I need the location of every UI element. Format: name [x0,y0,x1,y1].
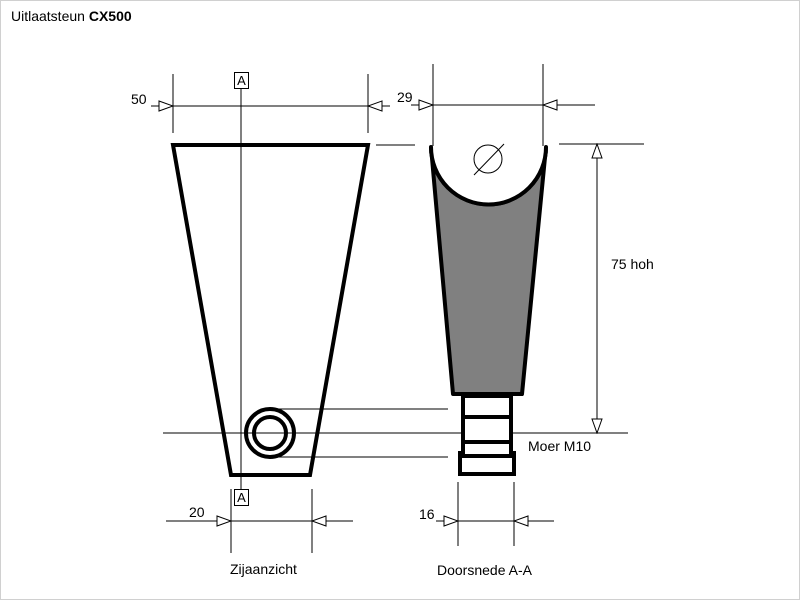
dim-label-20: 20 [189,504,205,520]
dim-label-50: 50 [131,91,147,107]
bolt-hole-diagonal [473,143,505,176]
title-model: CX500 [88,8,132,24]
side-view-body [170,143,371,477]
side-view-label: Zijaanzicht [230,561,297,577]
drawing-title: Uitlaatsteun CX500 [11,8,132,24]
bolt-hole-symbol [473,144,503,174]
section-view-label: Doorsnede A-A [437,562,532,578]
nut-label: Moer M10 [528,438,592,454]
nut-upper [461,394,513,419]
dim-label-29: 29 [397,89,413,105]
nut-lower [461,440,513,458]
dim-label-16: 16 [419,506,435,522]
section-bore-arc [429,146,548,207]
nut-middle [461,415,513,444]
dim-label-75: 75 hoh [611,256,654,272]
section-marker-bottom: A [234,489,249,506]
section-marker-top: A [234,72,249,89]
title-prefix: Uitlaatsteun [11,8,85,24]
